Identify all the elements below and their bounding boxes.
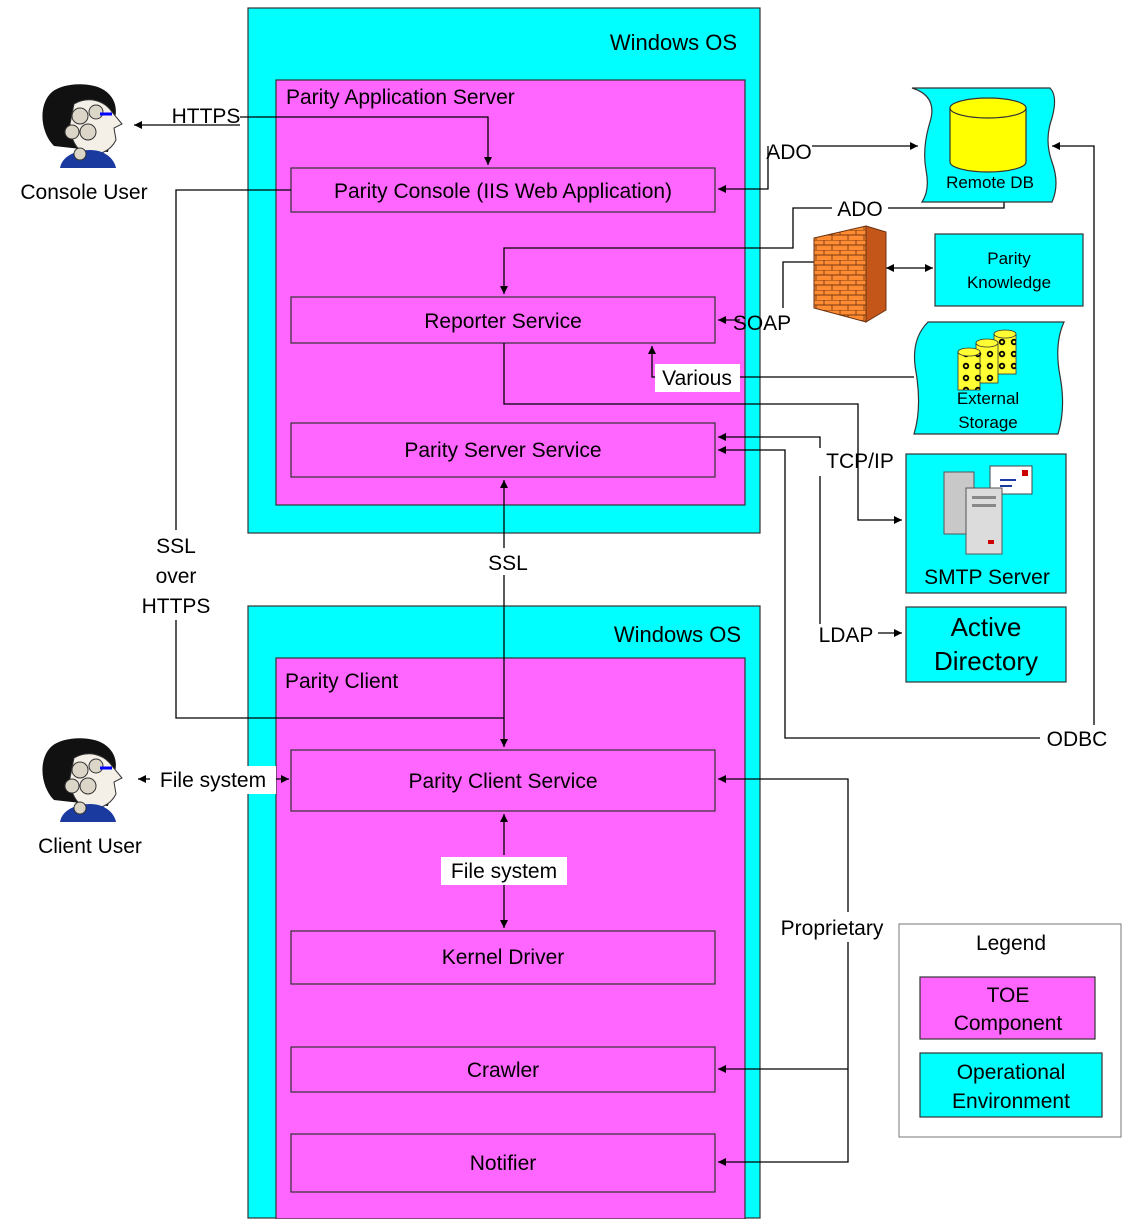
legend-toe-label: TOE — [987, 984, 1030, 1007]
external-storage-label: External — [957, 389, 1019, 408]
external-storage: External Storage — [913, 321, 1065, 435]
parity-knowledge: Parity Knowledge — [934, 233, 1084, 307]
active-directory-box — [905, 606, 1067, 683]
odbc-line-b — [1052, 142, 1095, 725]
client-service-component-label: Parity Client Service — [408, 770, 597, 793]
ssl-over-label-3: HTTPS — [142, 595, 211, 618]
client-user-actor: Client User — [38, 738, 142, 858]
mail-server-icon — [943, 465, 1033, 555]
legend-toe-label-2: Component — [954, 1012, 1063, 1035]
odbc-label: ODBC — [1047, 728, 1108, 751]
active-directory: Active Directory — [905, 606, 1067, 683]
server-service-component-label: Parity Server Service — [404, 439, 601, 462]
server-os-group: Windows OS Parity Application Server Par… — [247, 7, 761, 534]
odbc-line-a — [718, 446, 1040, 739]
ldap-label: LDAP — [819, 624, 874, 647]
database-icon — [949, 97, 1027, 173]
smtp-server-label: SMTP Server — [924, 566, 1050, 589]
ado-line-2a — [888, 200, 1005, 209]
active-directory-label-2: Directory — [934, 646, 1038, 676]
kernel-driver-component — [290, 930, 716, 985]
proprietary-label: Proprietary — [781, 917, 884, 940]
notifier-component-label: Notifier — [470, 1152, 537, 1175]
ado-line-1a — [718, 146, 769, 193]
console-component — [290, 167, 716, 213]
ssl-https-line-b — [175, 620, 504, 719]
kernel-fs-label-bg — [441, 857, 567, 885]
legend-operational-label: Operational — [957, 1061, 1066, 1084]
external-storage-label-2: Storage — [958, 413, 1018, 432]
smtp-server: SMTP Server — [905, 453, 1067, 594]
client-service-component — [290, 749, 716, 812]
proprietary-line-bottom — [718, 942, 849, 1166]
legend-operational-swatch — [919, 1052, 1103, 1118]
app-server-title: Parity Application Server — [286, 86, 515, 109]
crawler-component — [290, 1046, 716, 1093]
client-user-icon — [42, 738, 123, 822]
console-user-icon — [42, 84, 123, 168]
various-line-b — [648, 346, 656, 378]
crawler-component-label: Crawler — [467, 1059, 539, 1082]
various-label-bg — [655, 364, 740, 392]
tcpip-label: TCP/IP — [826, 450, 894, 473]
legend-operational-label-2: Environment — [952, 1090, 1070, 1113]
ssl-over-label: SSL — [156, 535, 196, 558]
ssl-label: SSL — [488, 552, 528, 575]
https-line-right — [240, 116, 492, 165]
parity-knowledge-box — [934, 233, 1084, 307]
disk-stack-icon — [957, 329, 1017, 391]
tcpip-line-server-a — [718, 433, 821, 448]
ssl-over-label-2: over — [156, 565, 197, 588]
ado-line-2b — [500, 207, 832, 294]
reporter-component-label: Reporter Service — [424, 310, 582, 333]
client-fs-label-bg — [152, 766, 276, 794]
parity-client-title: Parity Client — [285, 670, 398, 693]
ado-label-1: ADO — [766, 141, 812, 164]
remote-db-label: Remote DB — [946, 173, 1034, 192]
various-label: Various — [662, 367, 732, 390]
notifier-component — [290, 1133, 716, 1193]
connection-labels: HTTPS ADO ADO SOAP Various TCP/IP SSL SS… — [142, 105, 1108, 940]
firewall-icon — [813, 225, 887, 323]
reporter-component — [290, 296, 716, 344]
soap-line-b — [782, 261, 814, 308]
proprietary-line-top — [718, 775, 849, 912]
legend-title: Legend — [976, 932, 1046, 955]
parity-knowledge-label: Parity — [987, 249, 1031, 268]
kernel-driver-component-label: Kernel Driver — [442, 946, 565, 969]
active-directory-label: Active — [951, 612, 1022, 642]
client-os-label: Windows OS — [614, 622, 741, 647]
remote-db: Remote DB — [911, 87, 1057, 203]
ado-label-2: ADO — [837, 198, 883, 221]
server-service-component — [290, 422, 716, 478]
connections — [134, 116, 1095, 1166]
client-fs-label: File system — [160, 769, 266, 792]
console-user-label: Console User — [20, 181, 147, 204]
server-os-label: Windows OS — [610, 30, 737, 55]
https-label: HTTPS — [172, 105, 241, 128]
tcpip-line-smtp — [503, 343, 902, 524]
legend-toe-swatch — [919, 976, 1096, 1040]
ssl-https-line-a — [175, 189, 291, 530]
kernel-fs-label: File system — [451, 860, 557, 883]
console-user-actor: Console User — [20, 84, 148, 204]
console-component-label: Parity Console (IIS Web Application) — [334, 180, 672, 203]
client-user-label: Client User — [38, 835, 142, 858]
parity-knowledge-label-2: Knowledge — [967, 273, 1051, 292]
legend: Legend TOE Component Operational Environ… — [898, 923, 1122, 1138]
soap-label: SOAP — [733, 312, 791, 335]
